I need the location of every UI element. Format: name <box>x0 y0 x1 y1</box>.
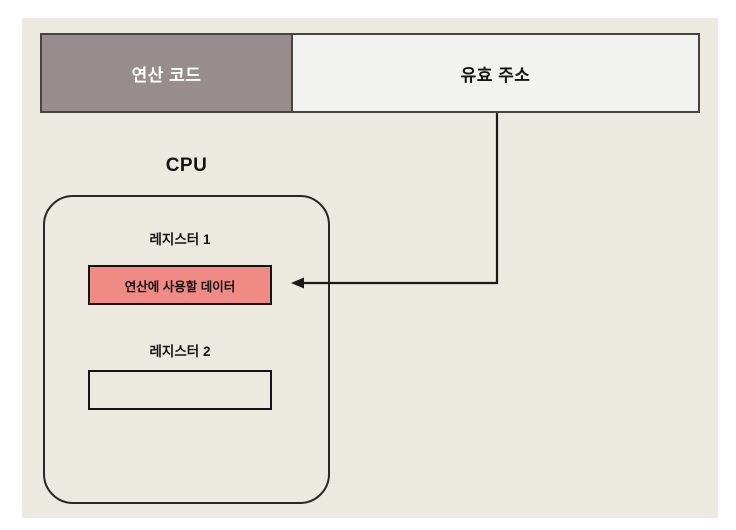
instruction-opcode-cell: 연산 코드 <box>42 35 293 111</box>
register-2-label: 레지스터 2 <box>149 344 211 359</box>
instruction-effective-address-cell: 유효 주소 <box>293 35 698 111</box>
instruction-format-row: 연산 코드 유효 주소 <box>40 33 700 113</box>
register-2-box <box>88 370 272 410</box>
register-1-box: 연산에 사용할 데이터 <box>88 265 272 305</box>
cpu-title-label: CPU <box>165 155 208 176</box>
register-1-label: 레지스터 1 <box>149 232 211 247</box>
cpu-boundary-box <box>43 195 330 504</box>
